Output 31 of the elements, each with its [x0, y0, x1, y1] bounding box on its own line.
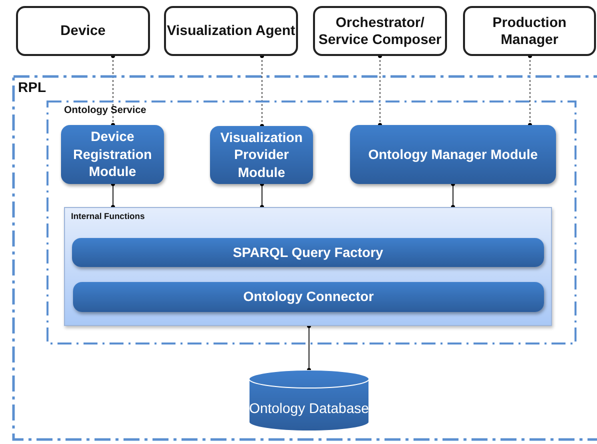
actor-box: [463, 6, 596, 56]
actor-box: [164, 6, 298, 56]
actor-label: Production Manager: [492, 14, 568, 48]
module-label: Visualization Provider Module: [219, 128, 304, 182]
dotted-connector: [111, 54, 115, 127]
database-label: Ontology Database: [249, 398, 369, 418]
actor-box: [313, 6, 447, 56]
module-label: Ontology Connector: [243, 288, 374, 306]
dotted-connector: [528, 54, 532, 127]
connector: [111, 182, 115, 209]
panel-label: Internal Functions: [71, 211, 145, 221]
connector: [451, 182, 455, 209]
module-box: [72, 238, 544, 267]
module-box: [210, 126, 313, 184]
boundary-label: RPL: [18, 79, 46, 95]
actor-box: [16, 6, 150, 56]
actor-label: Device: [60, 22, 106, 40]
boundary-label: Ontology Service: [64, 105, 146, 116]
functions-panel: [64, 207, 552, 326]
connector: [260, 182, 264, 209]
module-box: [61, 125, 164, 184]
dotted-connector: [260, 54, 264, 128]
module-box: [73, 282, 544, 312]
actor-label: Visualization Agent: [166, 22, 296, 40]
module-label: Ontology Manager Module: [368, 146, 538, 164]
dotted-connector: [378, 54, 382, 127]
connector: [307, 324, 311, 372]
module-label: SPARQL Query Factory: [232, 244, 384, 262]
actor-label: Orchestrator/ Service Composer: [318, 14, 442, 48]
module-box: [350, 125, 556, 184]
module-label: Device Registration Module: [72, 128, 153, 181]
